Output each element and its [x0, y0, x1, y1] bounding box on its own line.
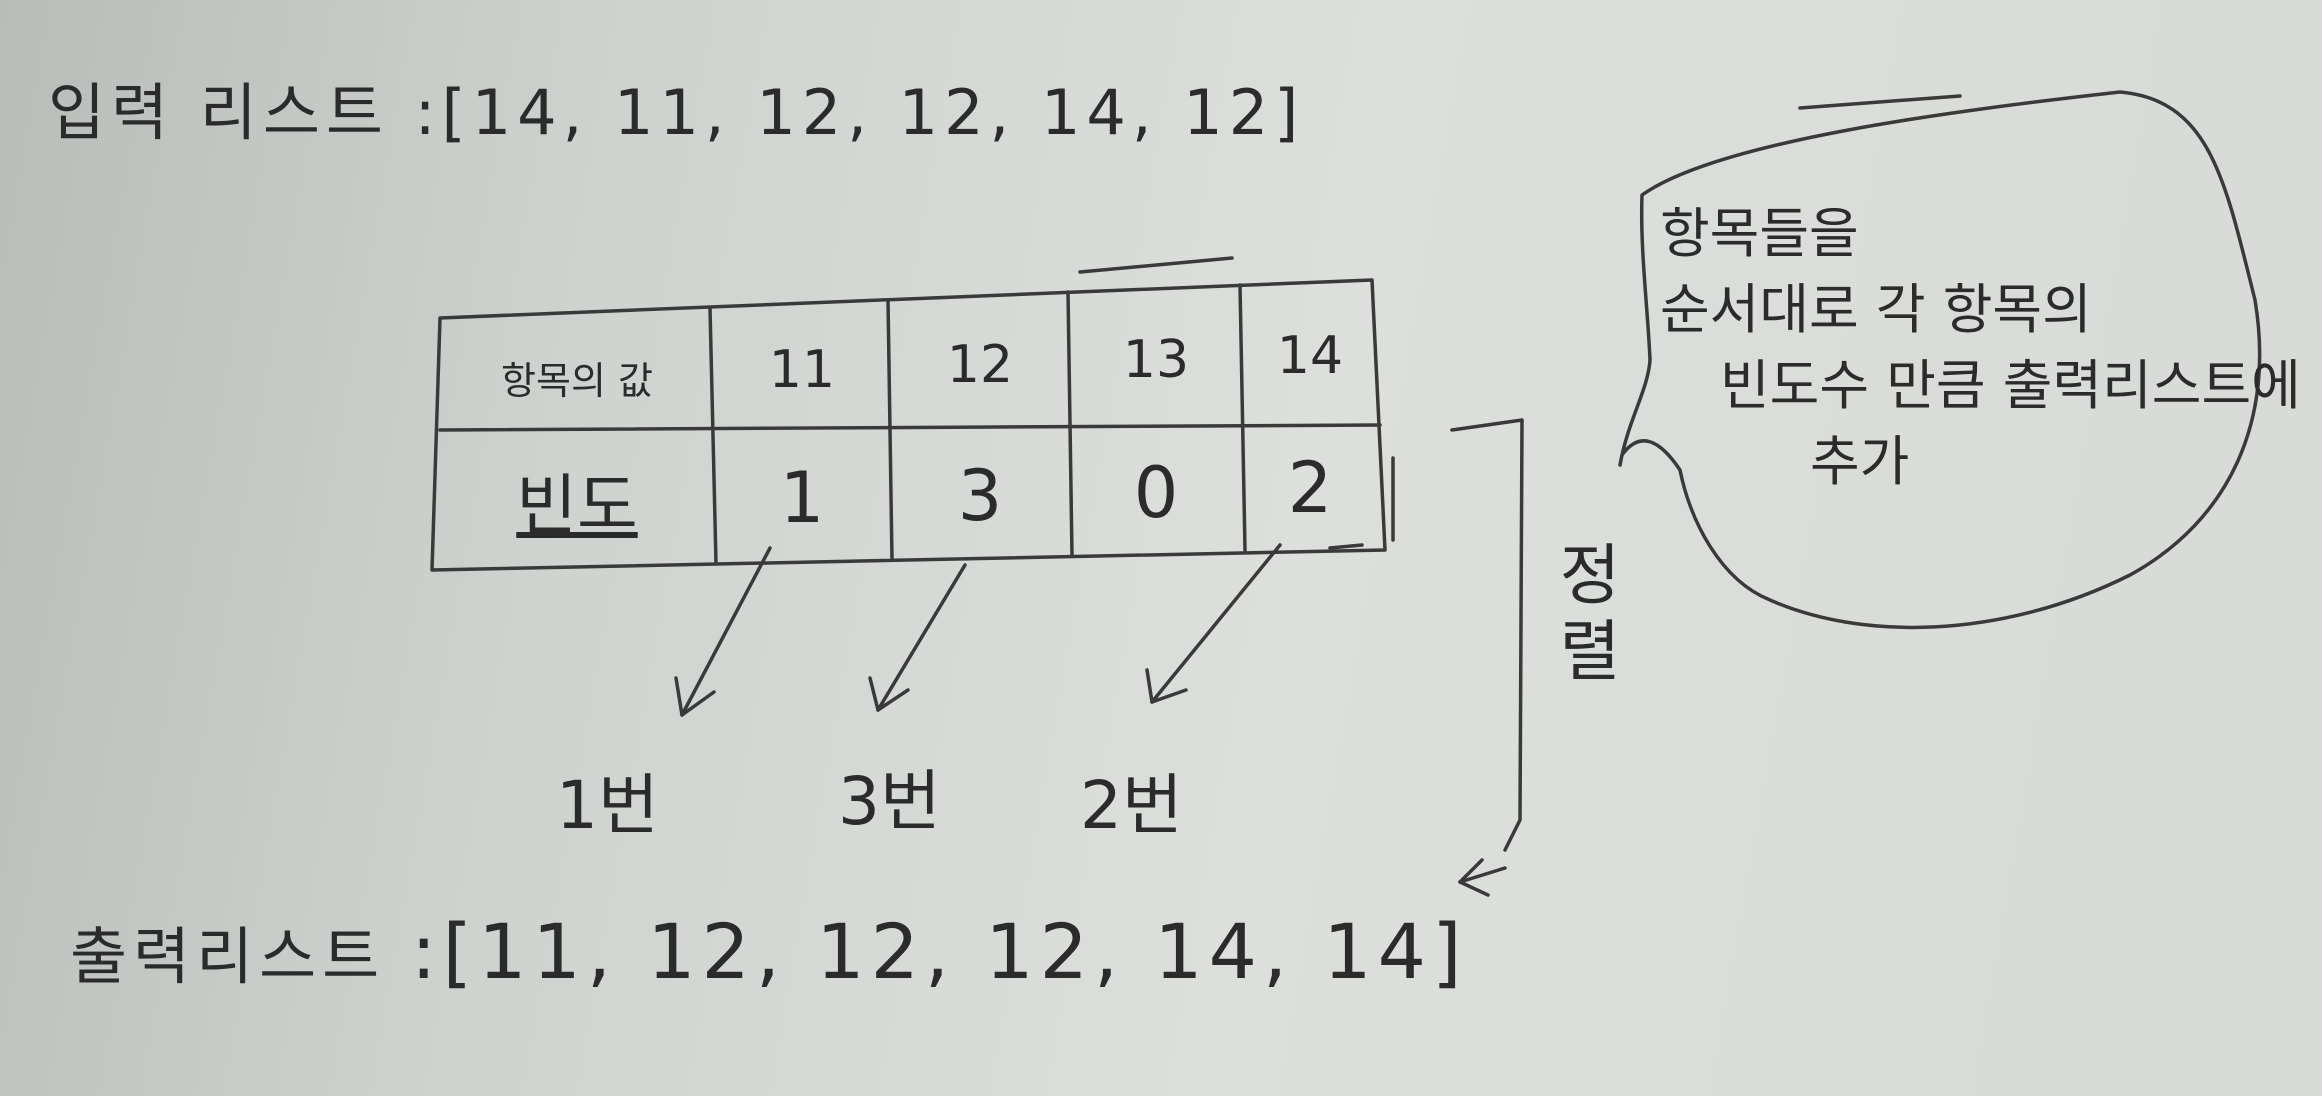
table-row-divider — [438, 423, 1382, 432]
speech-bubble-outline — [1618, 90, 2262, 630]
output-list-value: :[11, 12, 12, 12, 14, 14] — [410, 907, 1468, 996]
bubble-text: 항목들을 순서대로 각 항목의 빈도수 만큼 출력리스트에 추가 — [1660, 196, 2301, 500]
input-list-line: 입력 리스트 :[14, 11, 12, 12, 14, 12] — [48, 62, 1304, 152]
input-list-label: 입력 리스트 — [48, 76, 389, 149]
value-12: 12 — [946, 334, 1014, 395]
table-col-divider-3 — [1066, 290, 1074, 557]
table-top-stroke — [1078, 256, 1234, 274]
arrow-14 — [1150, 543, 1282, 704]
count-14: 2 — [1287, 446, 1333, 529]
arrow-11-head — [674, 676, 716, 717]
speech-bubble-top-stroke — [1798, 94, 1962, 110]
sort-arrow-head — [1458, 858, 1490, 897]
count-13: 0 — [1133, 451, 1179, 534]
output-list-label: 출력리스트 — [70, 920, 386, 993]
bubble-line-2: 순서대로 각 항목의 — [1660, 278, 2092, 341]
row-header-frequency: 빈도 — [516, 467, 638, 544]
table-col-divider-1 — [708, 306, 718, 565]
bubble-line-4: 추가 — [1810, 430, 1910, 493]
bubble-line-3: 빈도수 만큼 출력리스트에 — [1720, 354, 2301, 417]
input-list-value: :[14, 11, 12, 12, 14, 12] — [414, 76, 1305, 149]
label-2-times: 2번 — [1080, 767, 1183, 844]
table-col-divider-2 — [886, 298, 894, 562]
sort-bracket — [1450, 418, 1524, 852]
label-1-times: 1번 — [556, 767, 659, 844]
arrow-12-head — [868, 676, 910, 712]
value-13: 13 — [1122, 330, 1190, 390]
arrow-12 — [876, 563, 967, 712]
table-col-divider-4 — [1238, 283, 1247, 552]
arrow-11 — [680, 546, 772, 717]
sort-arrow-line — [1458, 866, 1507, 884]
table-right-hook — [1328, 543, 1364, 550]
count-12: 3 — [957, 454, 1003, 537]
table-outline — [430, 278, 1387, 572]
value-11: 11 — [768, 340, 836, 400]
bubble-line-1: 항목들을 — [1660, 202, 1859, 265]
row-header-value: 항목의 값 — [501, 359, 653, 403]
label-3-times: 3번 — [838, 763, 941, 840]
arrow-14-head — [1145, 668, 1188, 704]
sort-label: 정렬 — [1546, 540, 1623, 692]
output-list-line: 출력리스트 :[11, 12, 12, 12, 14, 14] — [70, 906, 1468, 996]
count-11: 1 — [779, 456, 825, 539]
value-14: 14 — [1276, 325, 1344, 386]
